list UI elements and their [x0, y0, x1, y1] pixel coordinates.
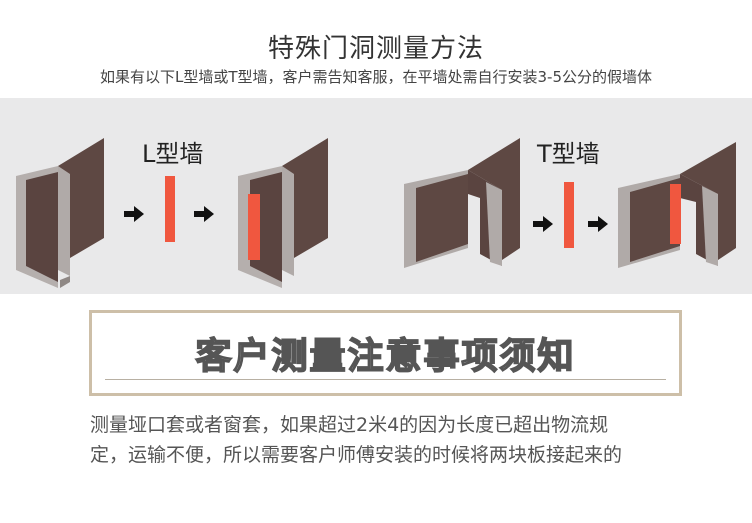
arrow-icon [124, 206, 144, 222]
notice-box: 客户测量注意事项须知 [89, 310, 682, 396]
l-wall-after-illustration [238, 138, 328, 288]
divider [105, 379, 666, 380]
l-wall-label: L型墙 [142, 140, 204, 168]
notice-heading: 客户测量注意事项须知 [195, 335, 576, 378]
arrow-icon [588, 216, 608, 232]
arrow-icon [533, 216, 553, 232]
false-wall-panel-l [165, 176, 175, 242]
t-wall-before-illustration [404, 138, 520, 268]
false-wall-panel-t [564, 182, 574, 248]
notice-body-line-1: 测量垭口套或者窗套，如果超过2米4的因为长度已超出物流规 [90, 414, 609, 436]
page-subtitle: 如果有以下L型墙或T型墙，客户需告知客服，在平墙处需自行安装3-5公分的假墙体 [99, 68, 653, 86]
l-wall-before-illustration [16, 138, 104, 288]
notice-body-line-2: 定，运输不便，所以需要客户师傅安装的时候将两块板接起来的 [90, 444, 623, 466]
wall-diagram [16, 138, 736, 288]
page-title: 特殊门洞测量方法 [267, 34, 484, 64]
wall-diagram-panel: L型墙 T型墙 [0, 98, 752, 294]
t-wall-label: T型墙 [537, 140, 600, 168]
arrow-icon [194, 206, 214, 222]
t-wall-after-illustration [618, 142, 736, 268]
